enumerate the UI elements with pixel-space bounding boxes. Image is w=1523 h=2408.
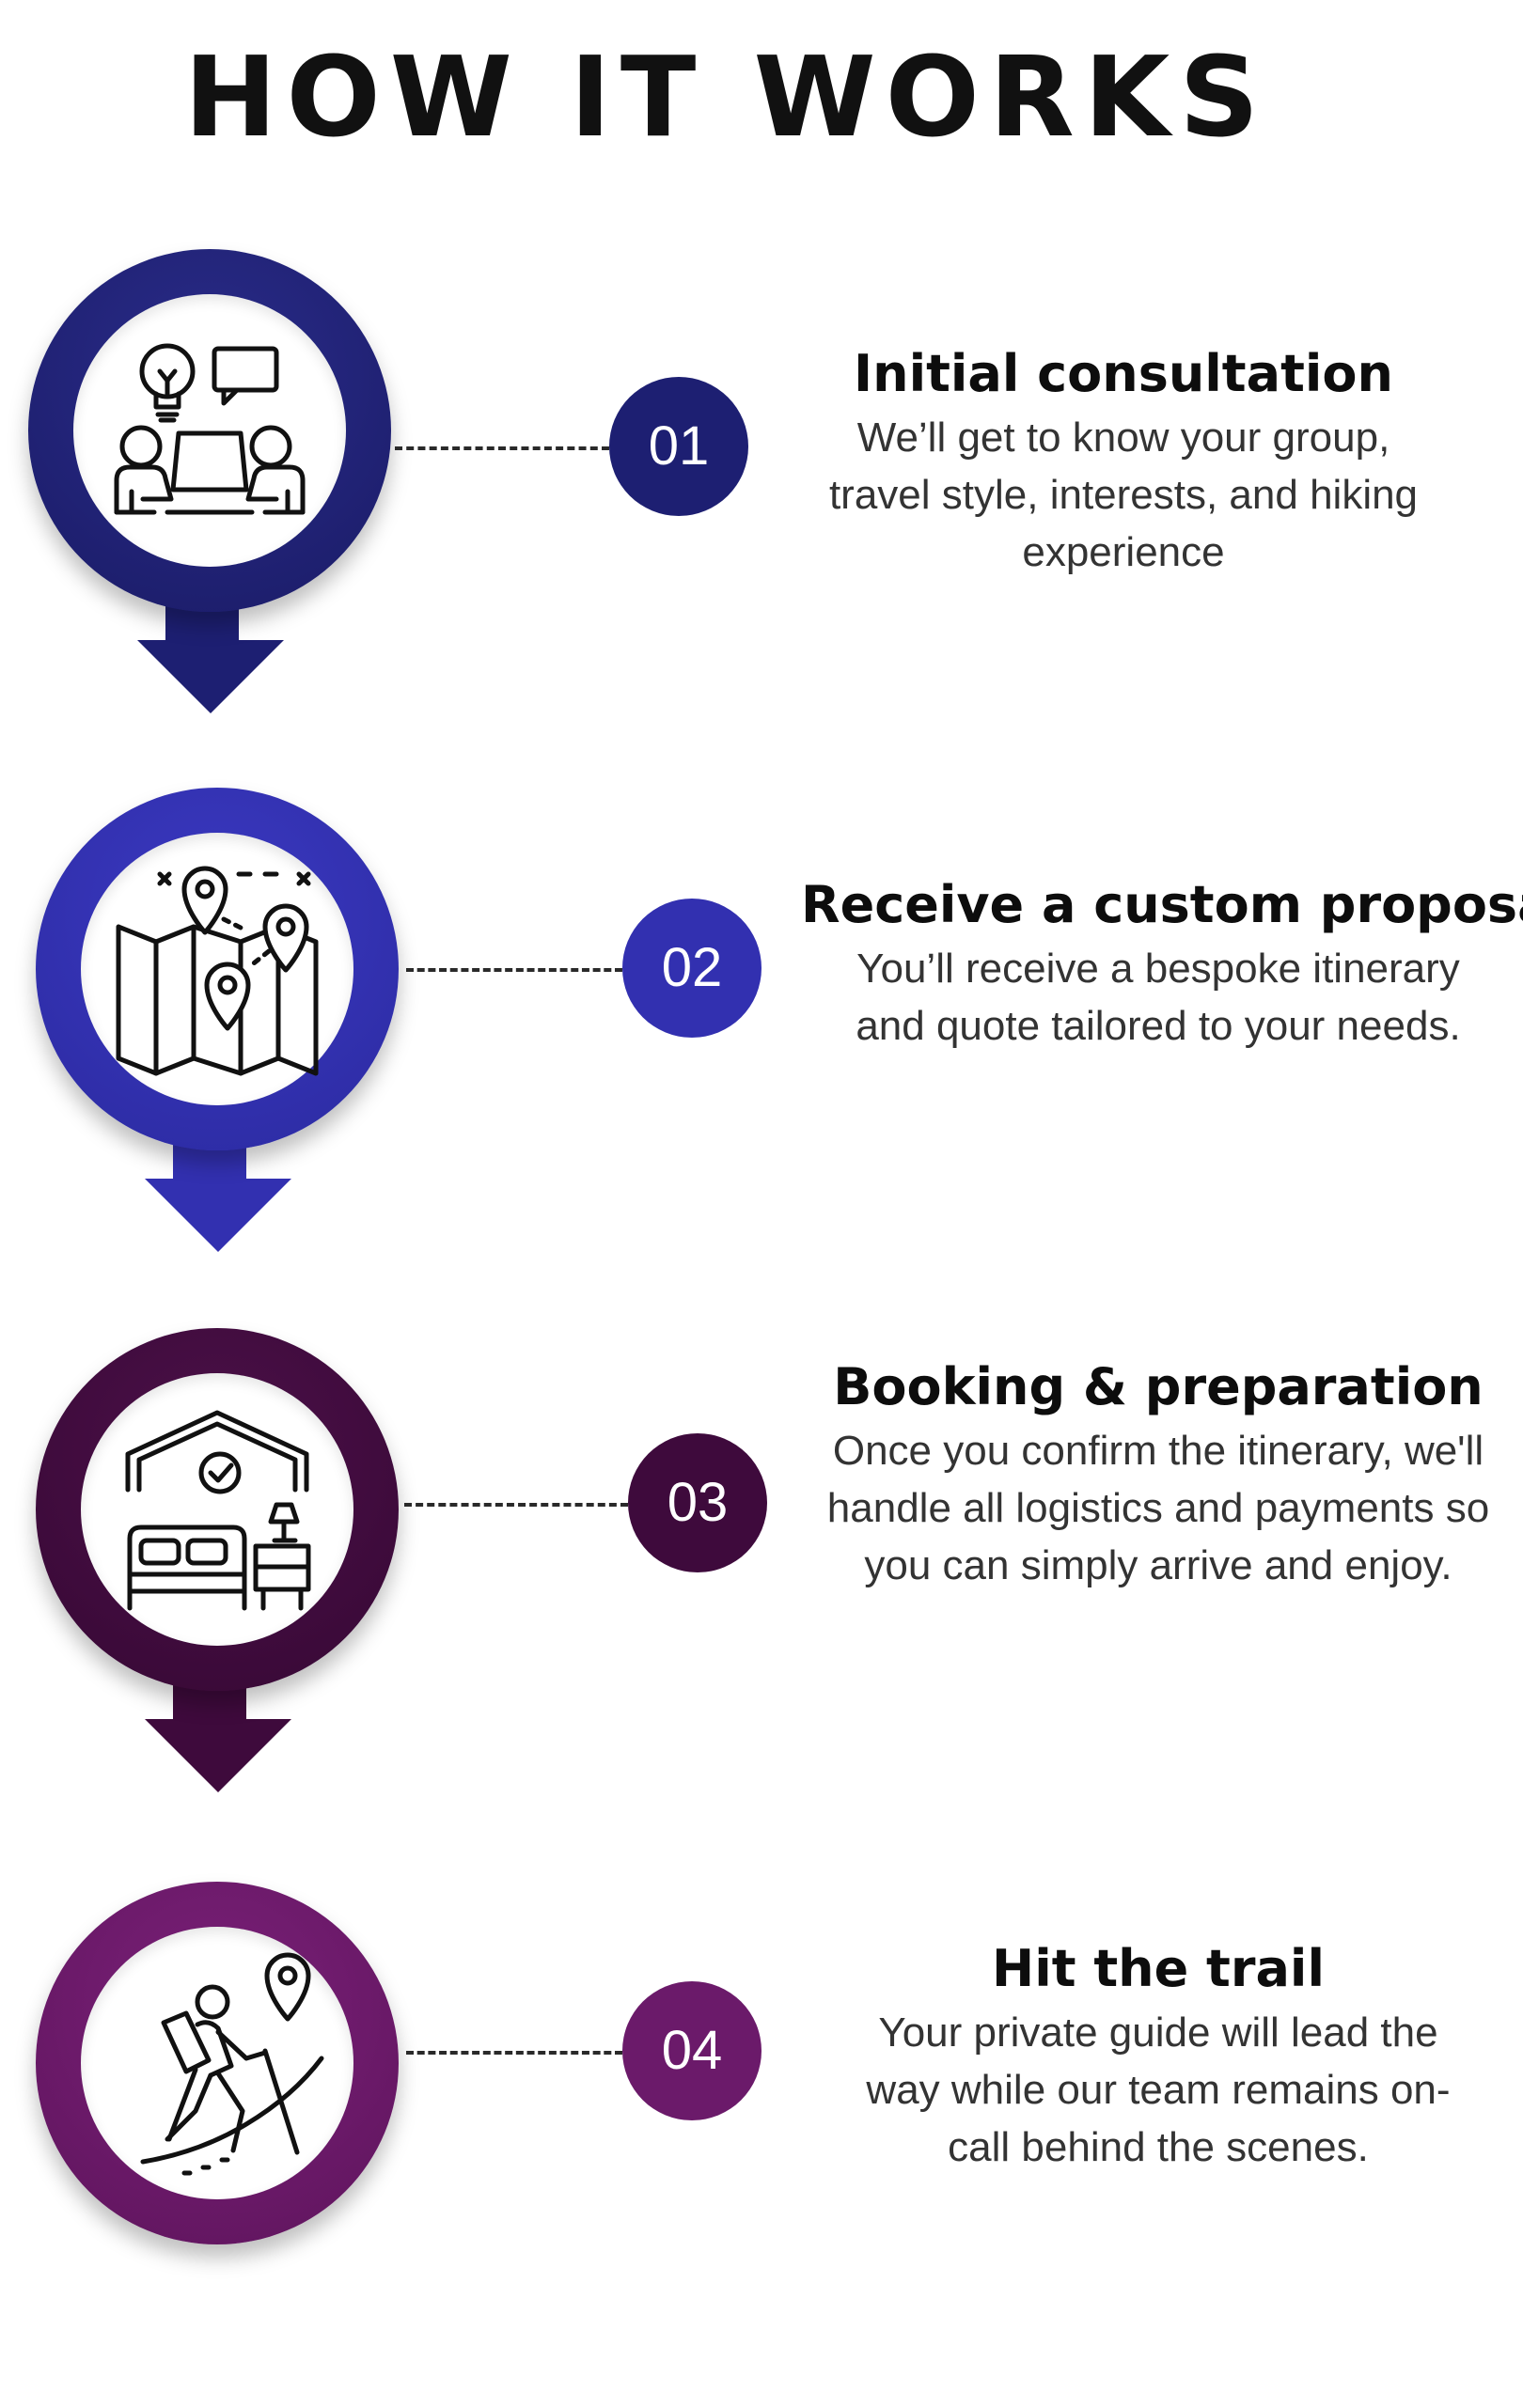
map-pins-icon	[116, 866, 319, 1076]
step-3-marker	[36, 1328, 402, 1854]
step-description: Once you confirm the itinerary, we'll ha…	[826, 1428, 1490, 1588]
step-4: 04 Hit the trail Your private guide will…	[0, 1882, 1523, 2408]
down-arrow-icon	[137, 640, 284, 713]
step-title: Booking & preparation	[833, 1357, 1484, 1416]
down-arrow-icon	[145, 1179, 291, 1252]
step-text: Hit the trail Your private guide will le…	[801, 1938, 1515, 2176]
dashed-connector	[406, 968, 622, 972]
step-1-marker	[28, 249, 395, 775]
step-number-badge: 01	[609, 377, 748, 516]
booked-room-icon	[125, 1410, 311, 1611]
step-1: 01 Initial consultation We’ll get to kno…	[0, 249, 1523, 775]
dashed-connector	[395, 446, 609, 450]
dashed-connector	[404, 1503, 628, 1507]
step-description: Your private guide will lead the way whi…	[866, 2009, 1451, 2170]
step-description: You’ll receive a bespoke itinerary and q…	[856, 946, 1461, 1049]
step-2: 02 Receive a custom proposal You’ll rece…	[0, 788, 1523, 1314]
step-number-badge: 03	[628, 1433, 767, 1572]
step-number-badge: 02	[622, 899, 762, 1038]
hiker-icon	[140, 1952, 324, 2176]
step-title: Receive a custom proposal	[801, 875, 1523, 934]
step-2-marker	[36, 788, 402, 1314]
step-3-ring-inner	[81, 1373, 353, 1646]
step-text: Receive a custom proposal You’ll receive…	[801, 874, 1523, 1055]
step-text: Initial consultation We’ll get to know y…	[766, 343, 1481, 581]
down-arrow-icon	[145, 1719, 291, 1792]
step-title: Hit the trail	[992, 1939, 1325, 1998]
step-description: We’ll get to know your group, travel sty…	[828, 414, 1419, 575]
step-title: Initial consultation	[854, 344, 1393, 403]
step-4-marker	[36, 1882, 402, 2408]
step-text: Booking & preparation Once you confirm t…	[801, 1356, 1515, 1594]
page-title: HOW IT WORKS	[183, 32, 1269, 162]
step-1-ring-inner	[73, 294, 346, 567]
consultation-icon	[114, 343, 306, 515]
step-number-badge: 04	[622, 1981, 762, 2120]
dashed-connector	[406, 2051, 622, 2055]
step-3: 03 Booking & preparation Once you confir…	[0, 1328, 1523, 1854]
